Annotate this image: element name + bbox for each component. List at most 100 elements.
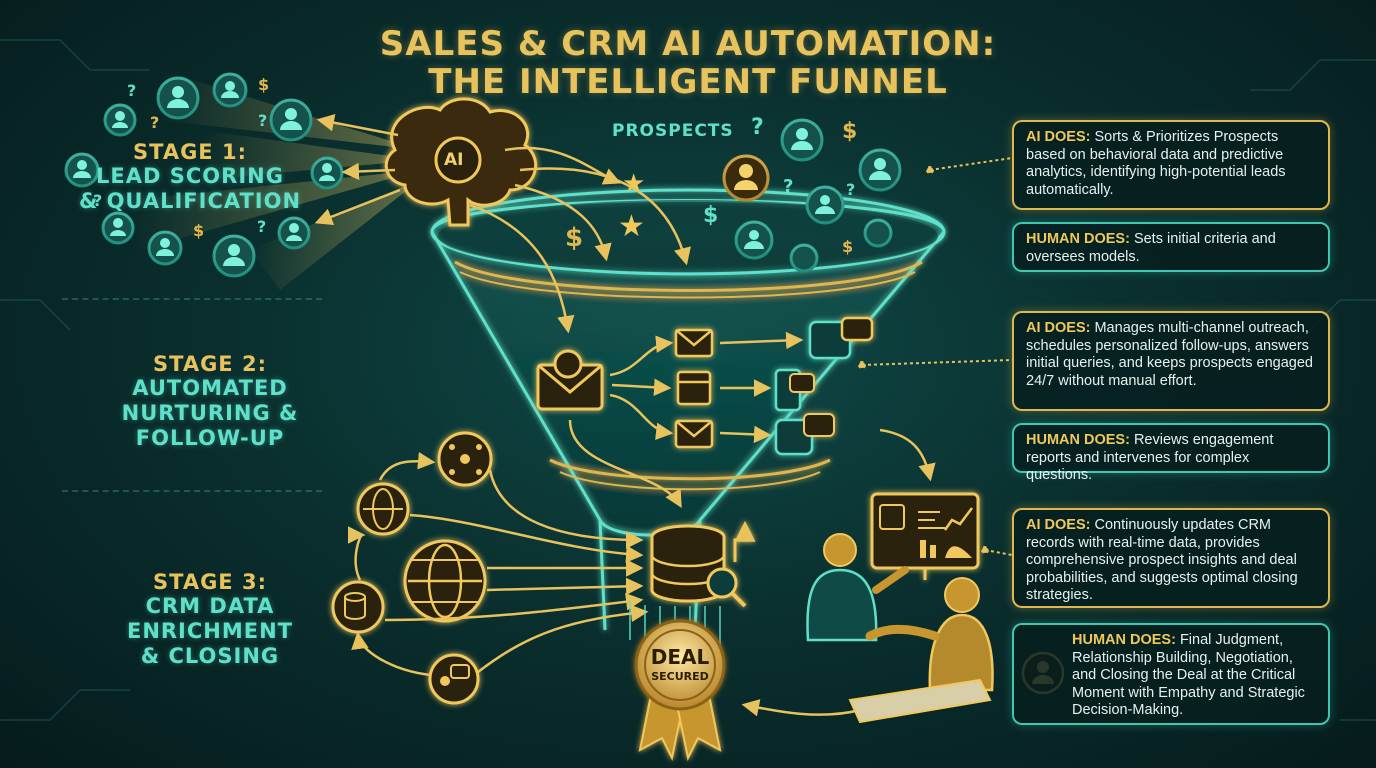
database-icon (650, 524, 726, 603)
person-icon (147, 230, 183, 266)
person-icon (722, 154, 770, 202)
enrichment-arrows (347, 452, 861, 717)
badge-subtitle: SECURED (651, 670, 709, 683)
decorative-symbols: ? $ ? ? ? $ ? ? $ ? ? $ $ $ ★ ★ (93, 75, 857, 256)
svg-text:?: ? (783, 176, 793, 197)
page-subtitle: THE INTELLIGENT FUNNEL (428, 62, 948, 102)
chat-bubble-icon (774, 413, 835, 456)
globe-icon (356, 482, 410, 536)
human-does-text: Sets initial criteria and oversees model… (1026, 231, 1276, 265)
envelope-icon (674, 328, 714, 358)
person-icon (101, 211, 135, 245)
svg-text:$: $ (565, 223, 583, 253)
analytics-dashboard-icon (870, 492, 980, 580)
handshake-icon (806, 533, 994, 724)
stage-1-number: STAGE 1: (133, 140, 247, 164)
svg-text:$: $ (193, 221, 204, 240)
stage-3-name-line-2: ENRICHMENT (126, 619, 294, 643)
human-does-label: HUMAN DOES: (1026, 432, 1130, 448)
svg-text:?: ? (751, 115, 764, 140)
stage-3-human-box: HUMAN DOES: Final Judgment, Relationship… (1012, 623, 1330, 725)
trend-up-icon (733, 520, 756, 562)
ai-brain-icon (384, 97, 538, 227)
human-does-text: Reviews engagement reports and intervene… (1026, 432, 1274, 483)
calendar-icon (676, 370, 712, 406)
globe-icon (403, 539, 487, 623)
stage-1-name-line-1: LEAD SCORING (96, 164, 284, 188)
network-icon (437, 431, 493, 487)
stage-3-ai-box: AI DOES: Continuously updates CRM record… (1012, 508, 1330, 608)
svg-text:?: ? (93, 191, 102, 210)
badge-title: DEAL (650, 645, 710, 669)
stage-divider (62, 490, 322, 492)
magnifier-icon (706, 567, 747, 608)
svg-text:$: $ (703, 203, 718, 228)
svg-text:$: $ (258, 75, 269, 94)
stage-3-name-line-3: & CLOSING (140, 644, 280, 668)
chat-bubble-icon (428, 653, 480, 705)
person-icon (277, 216, 311, 250)
stage-2-ai-box: AI DOES: Manages multi-channel outreach,… (1012, 311, 1330, 411)
stage-divider (62, 298, 322, 300)
svg-text:?: ? (150, 113, 159, 132)
person-icon (156, 76, 200, 120)
stage-2-name-line-2: NURTURING & (121, 401, 299, 425)
person-icon (863, 218, 893, 248)
ai-does-label: AI DOES: (1026, 320, 1091, 336)
person-icon (269, 98, 313, 142)
svg-text:?: ? (127, 81, 136, 100)
enrichment-icons (331, 431, 756, 705)
deal-secured-badge (634, 619, 726, 762)
ai-does-label: AI DOES: (1026, 129, 1091, 145)
person-icon (103, 103, 137, 137)
svg-text:?: ? (258, 111, 267, 130)
stage-2-name-line-1: AUTOMATED (132, 376, 288, 400)
stage-2-human-box: HUMAN DOES: Reviews engagement reports a… (1012, 423, 1330, 483)
svg-text:?: ? (257, 217, 266, 236)
ai-does-text: Manages multi-channel outreach, schedule… (1026, 320, 1313, 389)
stage-2: STAGE 2: AUTOMATED NURTURING & FOLLOW-UP (90, 352, 330, 451)
page-title: SALES & CRM AI AUTOMATION: (379, 24, 997, 64)
ai-does-text: Sorts & Prioritizes Prospects based on b… (1026, 129, 1286, 198)
stage-3-name-line-1: CRM DATA (145, 594, 275, 618)
envelope-icon (674, 419, 714, 449)
box-connectors (858, 157, 1013, 556)
nurturing-arrows (568, 331, 936, 509)
stage-1: STAGE 1: LEAD SCORING & QUALIFICATION (60, 140, 320, 214)
star-icon: ★ (618, 209, 645, 244)
scoring-arrows (314, 114, 691, 334)
stage-1-human-box: HUMAN DOES: Sets initial criteria and ov… (1012, 222, 1330, 272)
stage-2-number: STAGE 2: (153, 352, 267, 376)
stage-3-number: STAGE 3: (153, 570, 267, 594)
stage-1-name-line-2: & QUALIFICATION (78, 189, 302, 213)
person-icon (805, 185, 845, 225)
prospect-icons (64, 72, 902, 278)
human-does-label: HUMAN DOES: (1026, 231, 1130, 247)
person-icon (212, 234, 256, 278)
envelope-icon (536, 349, 604, 411)
stage-1-ai-box: AI DOES: Sorts & Prioritizes Prospects b… (1012, 120, 1330, 210)
svg-text:$: $ (842, 237, 853, 256)
person-icon (64, 152, 100, 188)
person-icon (789, 243, 819, 273)
database-icon (331, 580, 385, 634)
human-does-text: Final Judgment, Relationship Building, N… (1072, 632, 1305, 718)
person-icon (310, 156, 344, 190)
person-icon (858, 148, 902, 192)
prospects-label: PROSPECTS (612, 121, 734, 141)
smartphone-icon (774, 368, 815, 412)
stage-2-name-line-3: FOLLOW-UP (135, 426, 285, 450)
person-icon (734, 220, 774, 260)
person-icon (780, 118, 824, 162)
ai-does-label: AI DOES: (1026, 517, 1091, 533)
ai-does-text: Continuously updates CRM records with re… (1026, 517, 1298, 603)
human-does-label: HUMAN DOES: (1072, 632, 1176, 648)
svg-text:?: ? (846, 180, 855, 199)
nurturing-icons (536, 316, 874, 456)
circuit-background (0, 39, 1376, 721)
chat-bubble-icon (808, 316, 874, 360)
svg-text:$: $ (842, 119, 857, 144)
person-icon (212, 72, 248, 108)
brain-label: AI (444, 150, 464, 170)
